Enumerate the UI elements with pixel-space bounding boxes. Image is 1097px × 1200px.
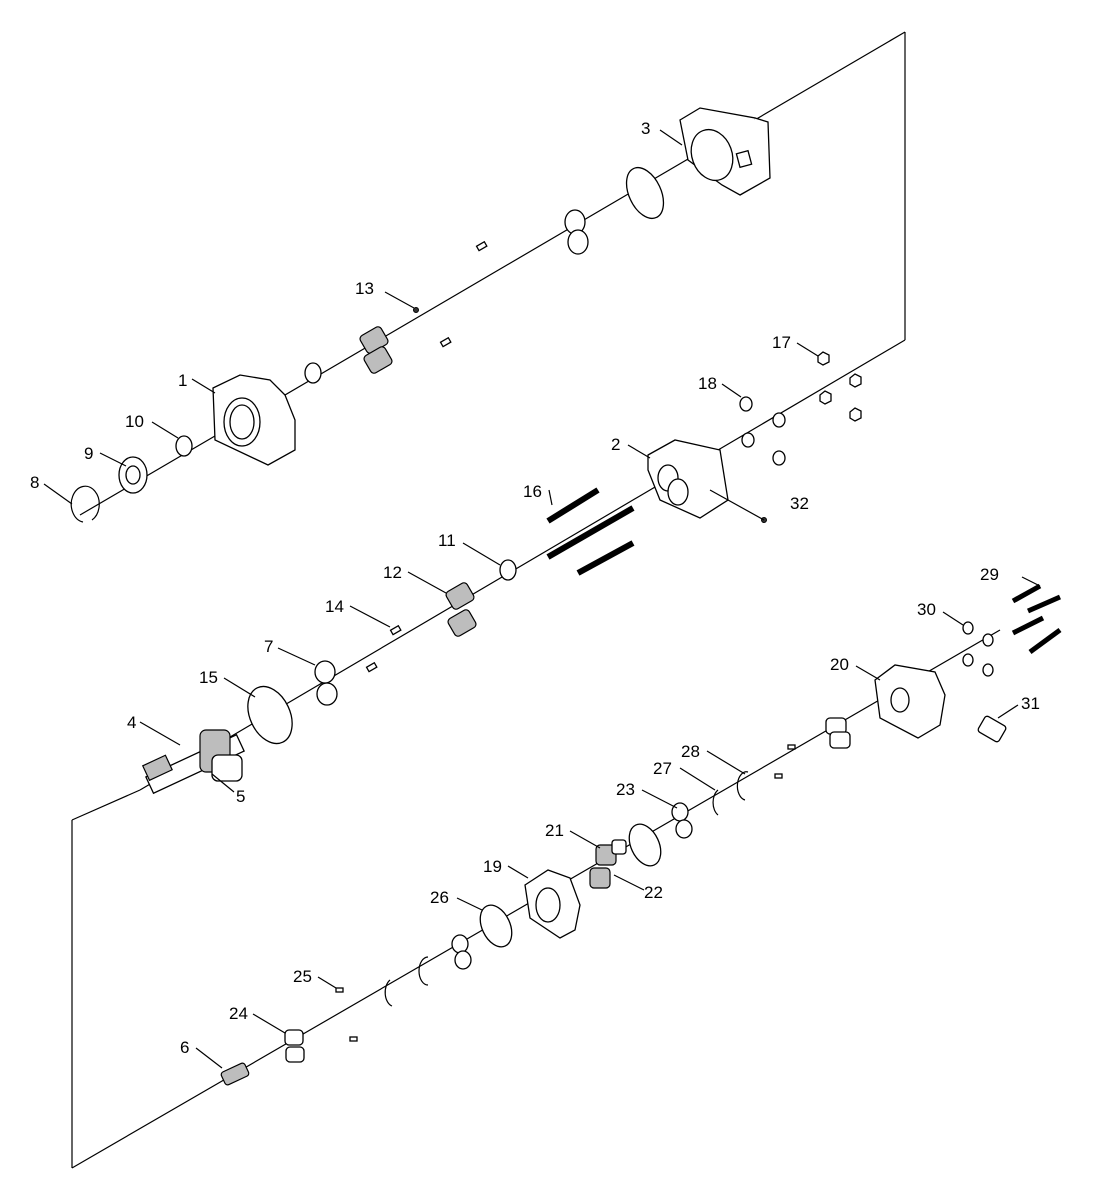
leader-lines (43, 129, 1041, 1069)
part-12-needle-bearing (445, 582, 477, 637)
part-rear-wear-plate (564, 209, 589, 255)
part-11-seal (499, 559, 517, 581)
part-9-ball-bearing (118, 456, 148, 494)
part-25-pin (335, 987, 344, 993)
label-part-6: 6 (180, 1038, 189, 1057)
part-23-wear-plate (671, 802, 693, 839)
label-part-17: 17 (772, 333, 791, 352)
part-retaining-ring-lower-1 (418, 956, 429, 986)
label-part-30: 30 (917, 600, 936, 619)
part-26-seal-ring (479, 904, 513, 948)
assembly-axes (71, 31, 1001, 1169)
part-seal-ring-lower-right (628, 823, 662, 867)
part-18-washers (739, 396, 786, 466)
part-retaining-ring-lower-2 (384, 979, 393, 1007)
part-20-end-cover (874, 664, 946, 739)
part-29-bolts (1011, 583, 1062, 655)
part-27-retaining-ring (712, 789, 719, 816)
label-part-28: 28 (681, 742, 700, 761)
part-8-snap-ring (70, 485, 100, 523)
label-part-5: 5 (236, 787, 245, 806)
part-bushings-lower-right (825, 717, 851, 749)
part-dowel-pin-upper-1 (475, 240, 488, 252)
part-needle-bearing-upper (359, 326, 393, 374)
label-part-3: 3 (641, 119, 650, 138)
label-part-23: 23 (616, 780, 635, 799)
label-part-24: 24 (229, 1004, 248, 1023)
part-14-dowel-pin (389, 624, 402, 636)
label-part-4: 4 (127, 713, 136, 732)
part-pin-lower-3 (349, 1036, 358, 1042)
label-part-27: 27 (653, 759, 672, 778)
label-part-12: 12 (383, 563, 402, 582)
part-28-retaining-ring (736, 771, 749, 801)
part-24-bushings (284, 1029, 305, 1063)
part-pin-lower-2 (774, 773, 783, 779)
part-17-nuts (817, 351, 862, 422)
label-part-2: 2 (611, 435, 620, 454)
part-30-washers (962, 621, 994, 677)
label-part-8: 8 (30, 473, 39, 492)
part-16-studs (546, 487, 635, 576)
part-1-mounting-flange (212, 374, 296, 466)
part-15-seal-ring (247, 685, 293, 745)
part-rear-seal-ring (625, 166, 665, 220)
part-dowel-pin-upper-2 (439, 336, 452, 348)
label-part-20: 20 (830, 655, 849, 674)
label-part-29: 29 (980, 565, 999, 584)
part-19-center-section (524, 869, 581, 939)
part-13-ball (413, 307, 419, 313)
part-3-rear-cover (679, 107, 771, 196)
part-21-idler-gear (595, 839, 627, 866)
part-pin-lower-1 (787, 744, 796, 750)
part-7-wear-plate (314, 660, 338, 706)
label-part-15: 15 (199, 668, 218, 687)
label-part-13: 13 (355, 279, 374, 298)
label-part-25: 25 (293, 967, 312, 986)
part-wear-plate-lower (451, 934, 472, 970)
part-10-seal (175, 435, 193, 457)
part-5-gear (199, 729, 243, 782)
part-22-drive-gear (589, 867, 611, 889)
label-part-26: 26 (430, 888, 449, 907)
part-31-relief-valve (977, 715, 1007, 743)
label-part-31: 31 (1021, 694, 1040, 713)
label-part-32: 32 (790, 494, 809, 513)
label-part-7: 7 (264, 637, 273, 656)
label-part-9: 9 (84, 444, 93, 463)
label-part-11: 11 (438, 531, 456, 550)
label-part-16: 16 (523, 482, 542, 501)
label-part-14: 14 (325, 597, 344, 616)
label-part-22: 22 (644, 883, 663, 902)
label-part-10: 10 (125, 412, 144, 431)
label-part-1: 1 (178, 371, 187, 390)
callout-labels: 3 13 1 10 9 8 17 18 2 32 16 11 12 14 7 1… (30, 119, 1040, 1057)
label-part-19: 19 (483, 857, 502, 876)
part-2-gear-housing (647, 439, 729, 519)
label-part-18: 18 (698, 374, 717, 393)
part-dowel-pin-mid (365, 661, 378, 673)
label-part-21: 21 (545, 821, 564, 840)
part-upper-seal (304, 362, 322, 384)
part-6-shaft-end (220, 1062, 250, 1086)
